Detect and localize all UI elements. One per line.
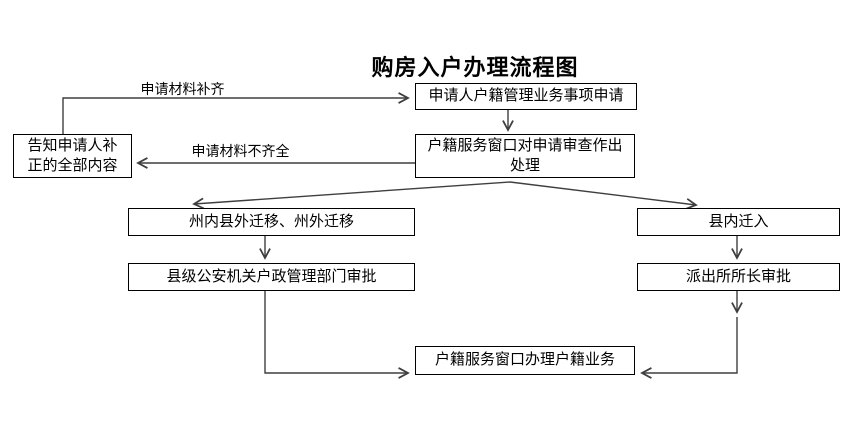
flow-node-county-psb-approval: 县级公安机关户政管理部门审批 — [128, 263, 415, 291]
edge-notify-to-apply — [62, 92, 410, 134]
flow-node-label: 申请人户籍管理业务事项申请 — [428, 87, 624, 105]
edge-county-to-handle — [264, 291, 410, 379]
flow-node-label: 县级公安机关户政管理部门审批 — [166, 267, 377, 285]
flow-node-label: 户籍服务窗口办理户籍业务 — [434, 351, 615, 369]
edge-review-to-transfer-out — [192, 181, 511, 210]
edge-label-materials-incomplete: 申请材料不齐全 — [191, 143, 290, 159]
edge-station-to-handle — [640, 317, 738, 379]
flow-node-label: 州内县外迁移、州外迁移 — [188, 212, 354, 230]
edge-review-to-transfer-in — [509, 181, 698, 210]
flow-node-label-line1: 告知申请人补 — [27, 136, 118, 154]
flow-node-out-of-county-transfer: 州内县外迁移、州外迁移 — [128, 208, 415, 236]
flow-node-notify-correction: 告知申请人补 正的全部内容 — [13, 134, 132, 178]
flow-node-label-line1: 户籍服务窗口对申请审查作出 — [427, 136, 623, 154]
flow-node-label-line2: 正的全部内容 — [27, 157, 118, 174]
flow-node-label-line2: 处理 — [509, 157, 540, 174]
edge-label-materials-complete: 申请材料补齐 — [140, 81, 225, 97]
diagram-title: 购房入户办理流程图 — [371, 55, 579, 80]
flow-node-station-chief-approval: 派出所所长审批 — [637, 263, 840, 291]
flow-node-window-review: 户籍服务窗口对申请审查作出 处理 — [415, 134, 635, 178]
flow-node-label: 派出所所长审批 — [685, 267, 791, 285]
flow-node-handle-business: 户籍服务窗口办理户籍业务 — [415, 346, 635, 375]
flow-node-label: 县内迁入 — [708, 212, 769, 230]
flow-node-application: 申请人户籍管理业务事项申请 — [415, 83, 637, 110]
flow-node-within-county-transfer: 县内迁入 — [637, 208, 840, 236]
